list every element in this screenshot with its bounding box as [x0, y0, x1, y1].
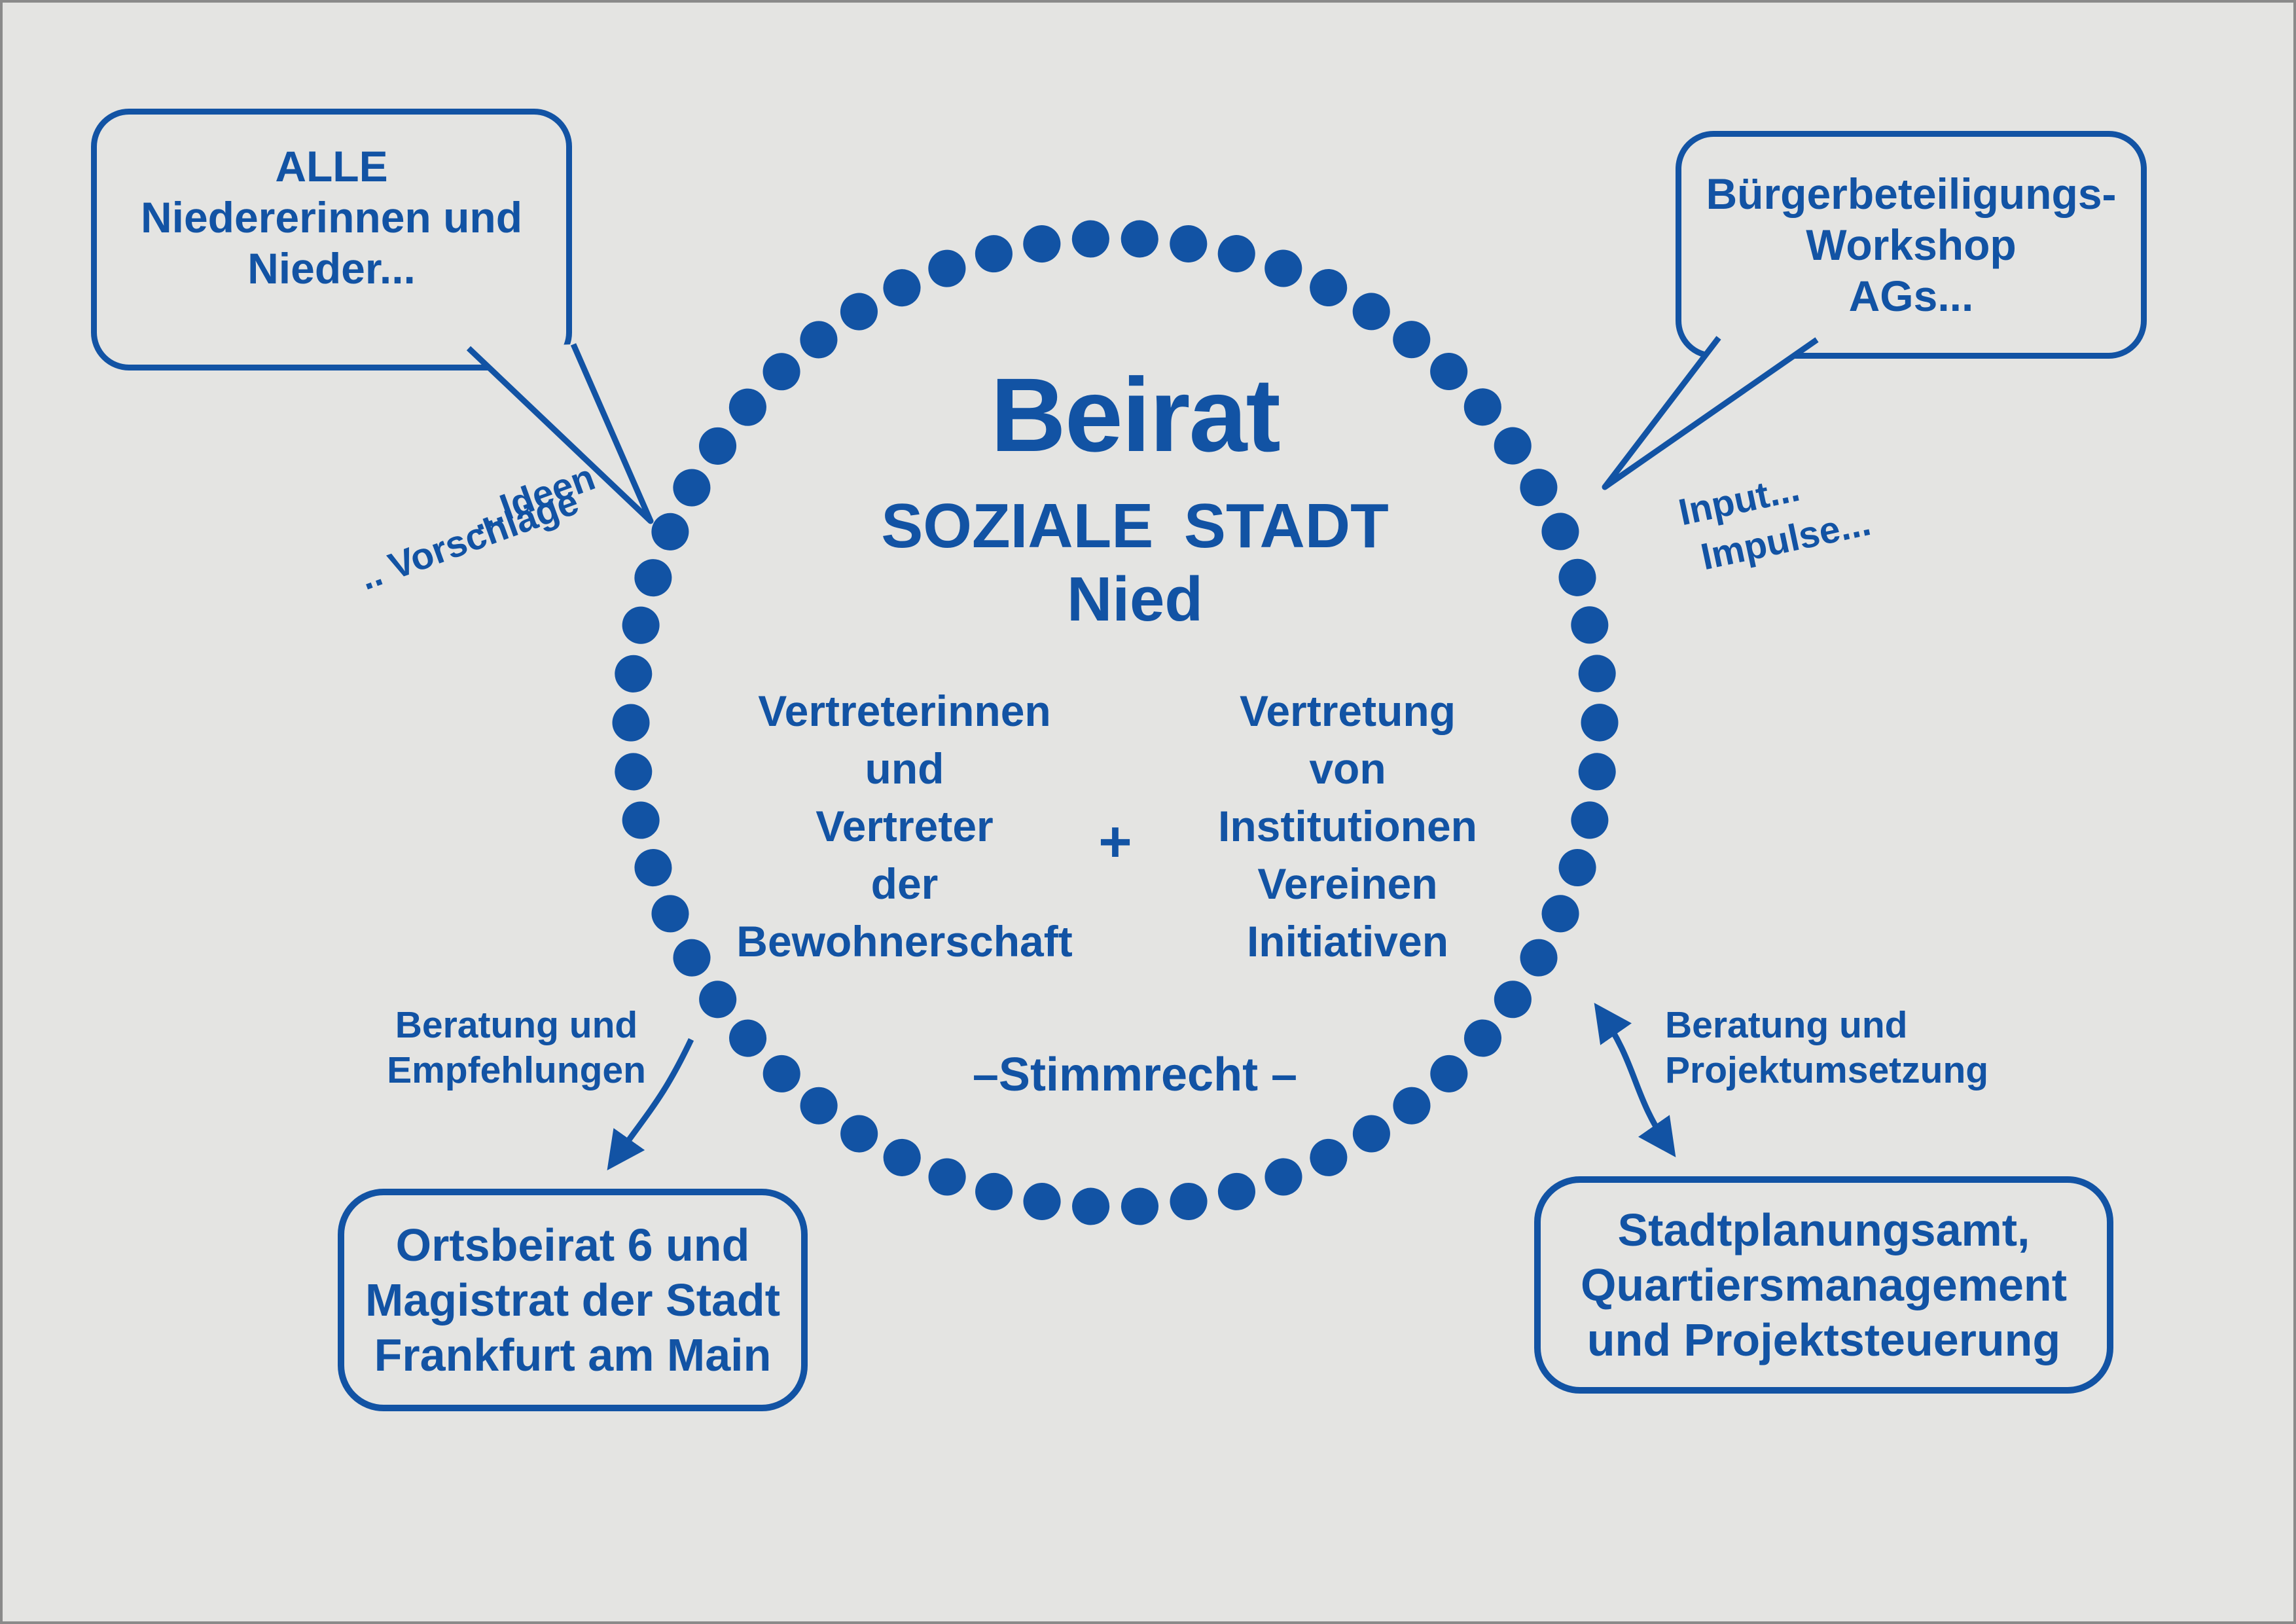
column-line: von: [1309, 744, 1386, 793]
label-line: Projektumsetzung: [1665, 1049, 1989, 1091]
bubble-line: AGs...: [1848, 272, 1974, 320]
box-line: Stadtplanungsamt,: [1617, 1204, 2030, 1255]
column-line: Initiativen: [1246, 917, 1449, 965]
column-line: Bewohnerschaft: [736, 917, 1073, 965]
center-title: Beirat: [990, 356, 1281, 473]
column-line: Vertretung: [1239, 687, 1456, 735]
bubble-line: ALLE: [275, 142, 388, 190]
box-line: Ortsbeirat 6 und: [395, 1219, 750, 1271]
label-line: Beratung und: [395, 1004, 638, 1046]
center-subtitle-nied: Nied: [1066, 564, 1204, 634]
speech-tail-right: [1602, 336, 1819, 490]
column-line: der: [870, 859, 939, 908]
plus-sign: +: [1098, 809, 1132, 874]
institutions-column: Vertretung von Institutionen Vereinen In…: [1138, 682, 1557, 970]
box-ortsbeirat-magistrat: Ortsbeirat 6 und Magistrat der Stadt Fra…: [338, 1189, 808, 1411]
column-line: Vertreterinnen: [758, 687, 1051, 735]
voting-note: –Stimmrecht –: [972, 1049, 1298, 1101]
arrow-beratung-projektumsetzung: [1594, 1003, 1676, 1157]
speech-bubble-workshops: Bürgerbeteiligungs- Workshop AGs...: [1676, 131, 2147, 359]
column-line: Vertreter: [816, 802, 994, 850]
label-line: Beratung und: [1665, 1004, 1908, 1046]
bubble-line: Niedererinnen und: [140, 193, 523, 242]
label-beratung-empfehlungen: Beratung und Empfehlungen: [369, 1003, 664, 1093]
center-subtitle: SOZIALE STADT: [881, 491, 1389, 561]
label-beratung-projektumsetzung: Beratung und Projektumsetzung: [1665, 1003, 2058, 1093]
box-line: Magistrat der Stadt: [365, 1274, 780, 1326]
box-stadtplanungsamt: Stadtplanungsamt, Quartiersmanagement un…: [1534, 1176, 2113, 1394]
box-line: Frankfurt am Main: [374, 1329, 772, 1380]
bubble-line: Bürgerbeteiligungs-: [1706, 170, 2117, 218]
column-line: Vereinen: [1257, 859, 1438, 908]
speech-bubble-all-residents: ALLE Niedererinnen und Nieder...: [91, 109, 572, 370]
column-line: Institutionen: [1218, 802, 1477, 850]
label-line: Empfehlungen: [387, 1049, 646, 1091]
box-line: Quartiersmanagement: [1580, 1259, 2068, 1310]
box-line: und Projektsteuerung: [1587, 1314, 2061, 1365]
column-line: und: [865, 744, 944, 793]
bubble-line: Nieder...: [247, 244, 416, 293]
bubble-line: Workshop: [1806, 221, 2017, 269]
residents-column: Vertreterinnen und Vertreter der Bewohne…: [695, 682, 1114, 970]
